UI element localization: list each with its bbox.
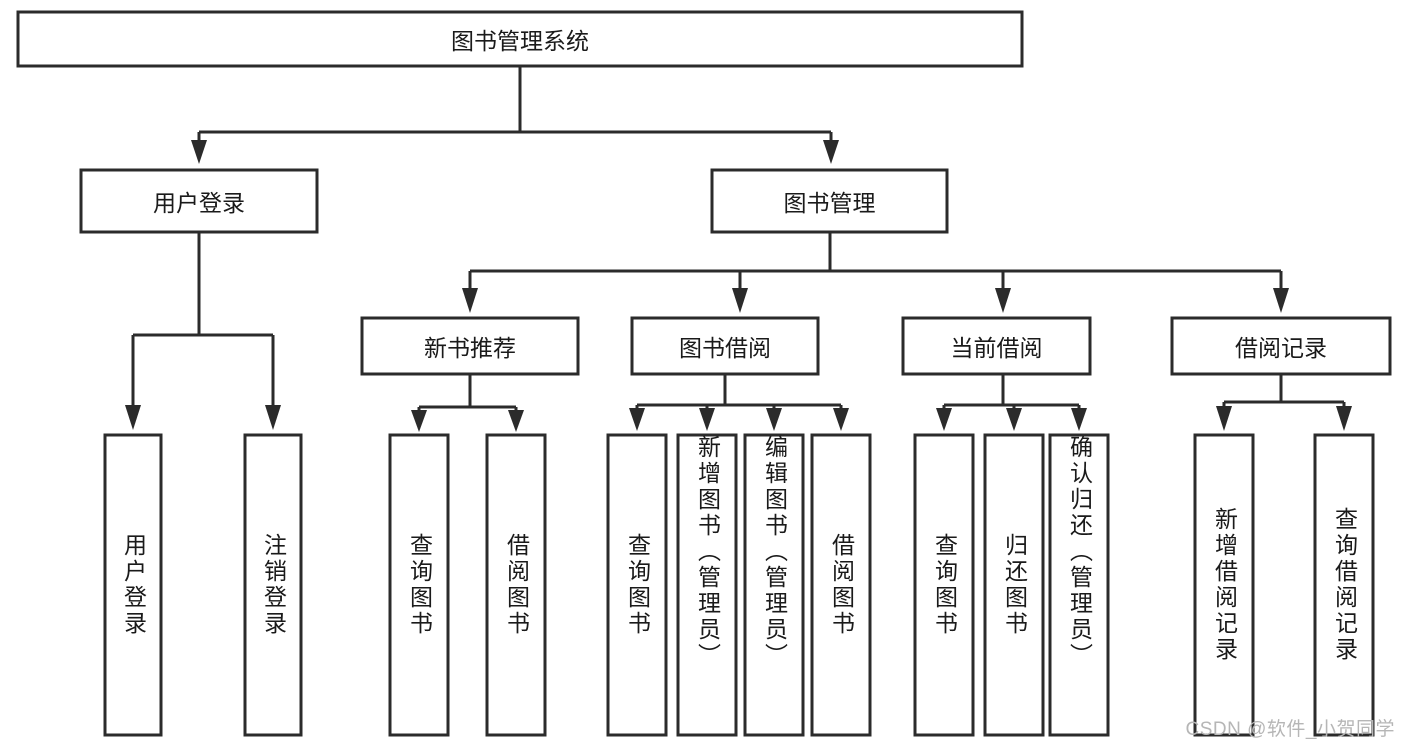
arrow-icon [508, 410, 524, 432]
node-box-user-login[interactable] [79, 168, 319, 234]
node-box-new-book-recommend[interactable] [360, 316, 580, 376]
connector-current-to-leaves [936, 374, 1087, 431]
node-box-leaf-4[interactable] [606, 433, 668, 737]
node-box-leaf-7[interactable] [810, 433, 872, 737]
connector-userlogin-to-leaves [125, 232, 281, 430]
node-box-leaf-9[interactable] [983, 433, 1045, 737]
arrow-icon [265, 405, 281, 430]
arrow-icon [1071, 408, 1087, 431]
node-box-leaf-10[interactable] [1048, 433, 1110, 737]
connector-bookmgmt-to-level2 [462, 232, 1289, 313]
node-box-leaf-3[interactable] [485, 433, 547, 737]
node-box-root[interactable] [16, 10, 1024, 68]
node-box-leaf-0[interactable] [103, 433, 163, 737]
connector-root-to-level1 [191, 66, 839, 164]
node-box-leaf-11[interactable] [1193, 433, 1255, 737]
node-box-current-borrow[interactable] [901, 316, 1092, 376]
node-box-leaf-2[interactable] [388, 433, 450, 737]
node-box-leaf-8[interactable] [913, 433, 975, 737]
arrow-icon [766, 408, 782, 431]
node-box-leaf-5[interactable] [676, 433, 738, 737]
node-box-book-borrow[interactable] [630, 316, 820, 376]
node-box-leaf-12[interactable] [1313, 433, 1375, 737]
node-box-book-management[interactable] [710, 168, 949, 234]
arrow-icon [1273, 288, 1289, 313]
arrow-icon [1006, 408, 1022, 431]
arrow-icon [125, 405, 141, 430]
arrow-icon [936, 408, 952, 431]
arrow-icon [1216, 406, 1232, 431]
arrow-icon [1336, 406, 1352, 431]
arrow-icon [732, 288, 748, 313]
arrow-icon [699, 408, 715, 431]
node-box-leaf-6[interactable] [743, 433, 805, 737]
arrow-icon [462, 288, 478, 313]
connector-record-to-leaves [1216, 374, 1352, 431]
arrow-icon [833, 408, 849, 431]
node-box-leaf-1[interactable] [243, 433, 303, 737]
arrow-icon [411, 410, 427, 432]
arrow-icon [191, 140, 207, 164]
arrow-icon [995, 288, 1011, 313]
watermark-text: CSDN @软件_小贺同学 [1185, 719, 1395, 740]
connector-newbook-to-leaves [411, 374, 524, 432]
connector-borrow-to-leaves [629, 374, 849, 431]
arrow-icon [629, 408, 645, 431]
node-box-borrow-record[interactable] [1170, 316, 1392, 376]
arrow-icon [823, 140, 839, 164]
